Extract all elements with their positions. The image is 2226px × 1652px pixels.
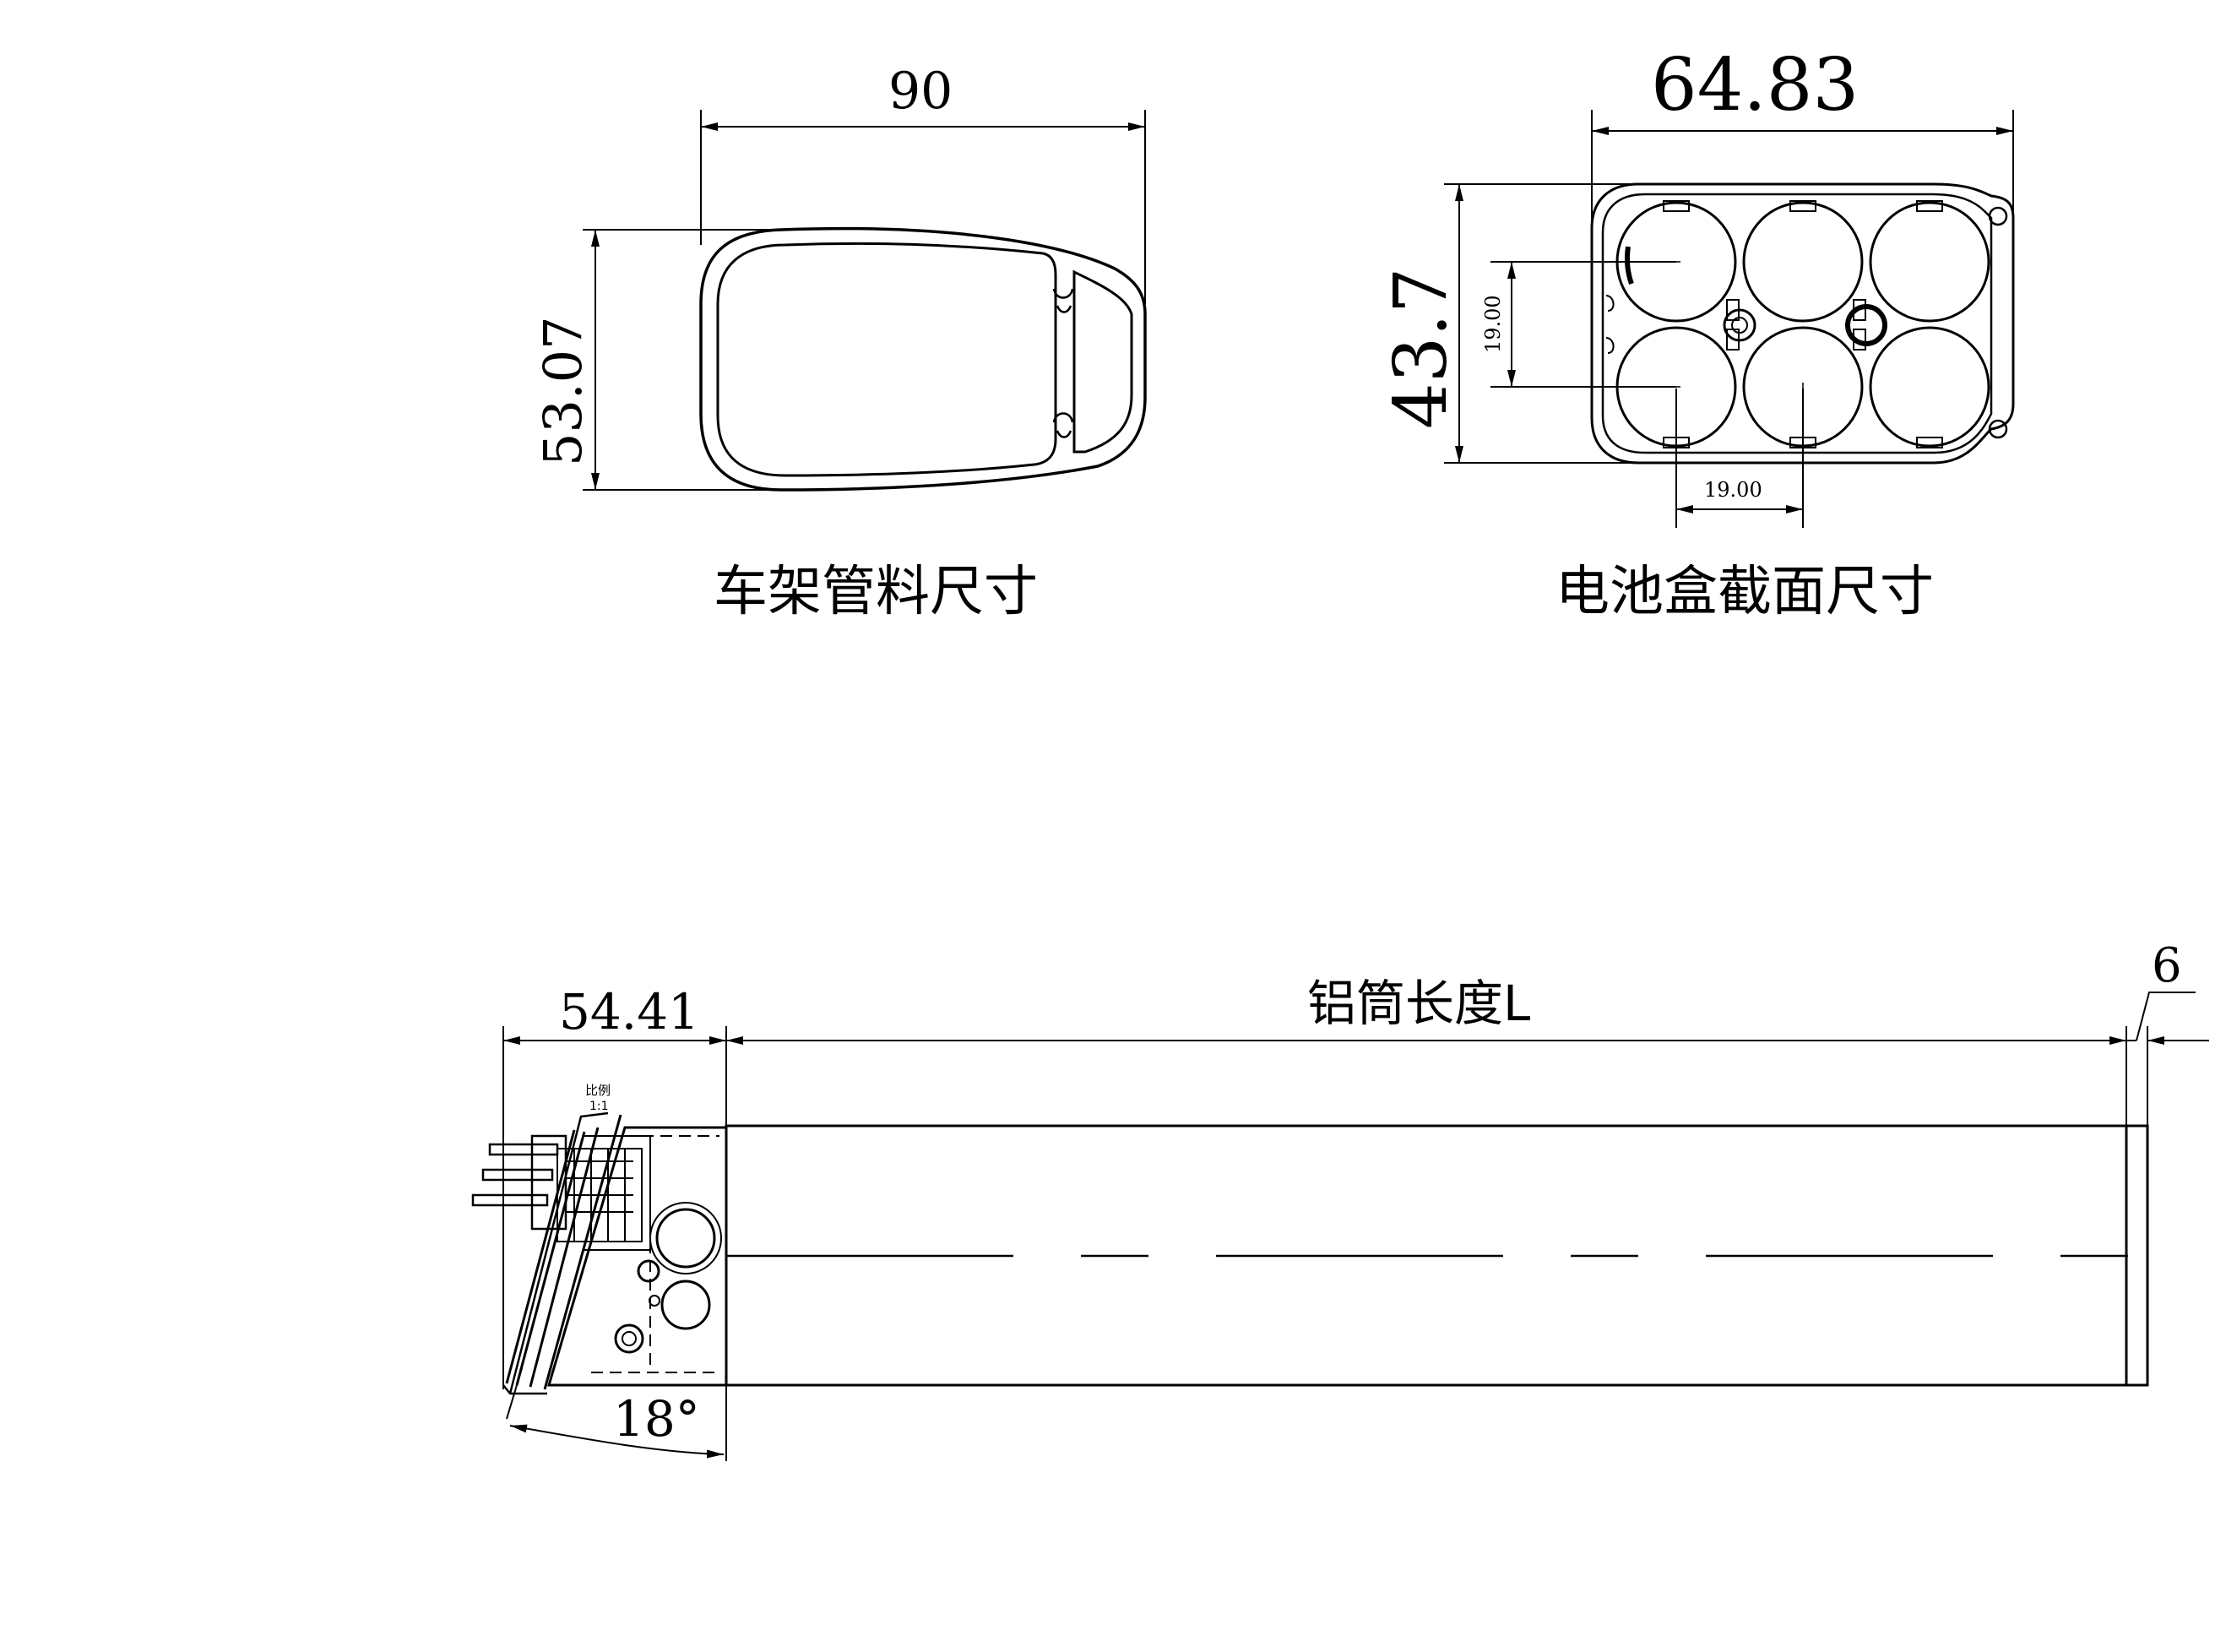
- battery-box-vertical-pitch: 19.00: [1481, 295, 1505, 353]
- end-cap-boss-upper: [655, 1208, 716, 1269]
- angle-dim-arc: [509, 1424, 725, 1459]
- battery-cell: [1869, 326, 1990, 448]
- scale-value: 1:1: [589, 1100, 609, 1113]
- frame-tube-lower-slot: [1052, 412, 1074, 438]
- battery-cell: [1742, 201, 1864, 323]
- battery-box-ear-hole-bottom: [1988, 419, 2008, 439]
- end-cap-assembly: 比例 1:1: [471, 1083, 728, 1395]
- battery-box-width-dim: 64.83: [1651, 43, 1859, 128]
- end-offset-leader: [2136, 992, 2196, 1041]
- battery-box-screw-boss-left: [1723, 308, 1756, 342]
- battery-box-section: 64.83 43.7 19.00 19.00 电池盒截面尺寸: [1379, 43, 2015, 623]
- frame-tube-width-dim: 90: [888, 62, 953, 121]
- battery-box-ear-hole-top: [1988, 206, 2008, 226]
- end-offset-dim: 6: [2152, 938, 2182, 993]
- battery-box-height-dim: 43.7: [1379, 268, 1463, 429]
- frame-tube-nose-chamber: [1072, 269, 1133, 454]
- scale-label: 比例: [585, 1083, 611, 1098]
- frame-tube-outer-profile: [699, 226, 1147, 492]
- angle-dim: 18°: [613, 1390, 700, 1448]
- side-view: 比例 1:1 54.41 铝筒长度L 6 18°: [471, 938, 2209, 1461]
- battery-box-horizontal-pitch: 19.00: [1704, 478, 1762, 502]
- frame-tube-inner-profile: [716, 242, 1057, 477]
- frame-tube-section: 90 53.07 车架管料尺寸: [532, 62, 1147, 623]
- battery-box-caption: 电池盒截面尺寸: [1555, 561, 1934, 623]
- battery-cell: [1869, 201, 1990, 323]
- tube-length-label: 铝筒长度L: [1307, 975, 1530, 1032]
- battery-box-screw-boss-right: [1845, 304, 1887, 346]
- end-cap-boss-lower: [660, 1280, 711, 1330]
- frame-tube-upper-slot: [1052, 288, 1074, 313]
- end-cap-dim: 54.41: [559, 983, 699, 1041]
- frame-tube-caption: 车架管料尺寸: [714, 561, 1038, 623]
- frame-tube-height-dim: 53.07: [532, 317, 594, 467]
- battery-box-inner: [1601, 193, 1993, 454]
- end-cap-boss-bottom: [614, 1323, 644, 1354]
